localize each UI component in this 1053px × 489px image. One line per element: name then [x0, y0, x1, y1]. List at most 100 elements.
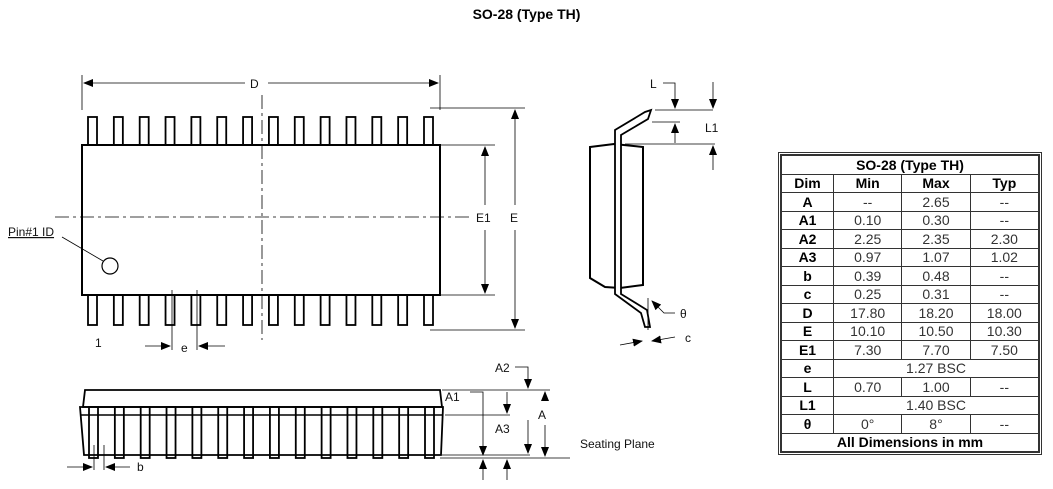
dim-label-A3: A3 — [495, 422, 510, 436]
bottom-pins — [87, 294, 434, 326]
dim-label-A: A — [538, 408, 546, 422]
bottom-pin — [371, 294, 383, 326]
top-pin — [293, 116, 305, 146]
dim-label-c: c — [685, 331, 691, 345]
table-cell: 0.39 — [833, 266, 903, 286]
top-pin — [112, 116, 124, 146]
bottom-pin — [345, 294, 357, 326]
dim-label-E: E — [510, 211, 518, 225]
table-cell: 7.50 — [969, 340, 1040, 360]
table-cell: 7.70 — [901, 340, 971, 360]
top-pin — [423, 116, 434, 146]
table-cell: 0.10 — [833, 210, 903, 230]
dim-label-D: D — [250, 77, 259, 91]
bottom-pin — [268, 294, 279, 326]
bottom-pin — [319, 294, 331, 326]
table-row: A--2.65-- — [780, 192, 1040, 212]
table-cell-dim: A — [780, 192, 835, 212]
table-cell: 1.00 — [901, 377, 971, 397]
table-cell: -- — [969, 210, 1040, 230]
top-pin — [397, 116, 409, 146]
bottom-pin — [242, 294, 253, 326]
table-cell: 1.07 — [901, 247, 971, 267]
dim-label-e: e — [181, 341, 188, 355]
table-cell: 0.30 — [901, 210, 971, 230]
pin1-number: 1 — [95, 336, 102, 350]
bottom-pin — [423, 294, 434, 326]
bottom-pin — [112, 294, 124, 326]
table-cell-dim: b — [780, 266, 835, 286]
dim-label-L1: L1 — [705, 121, 719, 135]
table-cell-dim: L — [780, 377, 835, 397]
table-cell-dim: θ — [780, 414, 835, 434]
table-cell: -- — [969, 284, 1040, 304]
bottom-pin — [138, 294, 150, 326]
table-cell: 10.10 — [833, 321, 903, 341]
end-view — [589, 82, 717, 347]
table-cell-dim: c — [780, 284, 835, 304]
side-view — [67, 366, 570, 480]
dim-label-E1: E1 — [476, 211, 491, 225]
table-cell: 2.25 — [833, 229, 903, 249]
dim-label-b: b — [137, 460, 144, 474]
table-title: SO-28 (Type TH) — [781, 155, 1039, 175]
top-pin — [319, 116, 331, 146]
table-header: Dim — [780, 173, 835, 193]
top-pin — [345, 116, 357, 146]
diagram-title: SO-28 (Type TH) — [472, 6, 581, 22]
bottom-pin — [87, 294, 98, 326]
top-pin — [164, 116, 176, 146]
table-cell: -- — [969, 414, 1040, 434]
dim-label-A1: A1 — [445, 390, 460, 404]
bottom-pin — [397, 294, 409, 326]
bottom-pin — [164, 294, 176, 326]
table-cell: 0.97 — [833, 247, 903, 267]
table-header: Typ — [969, 173, 1040, 193]
top-pin — [371, 116, 383, 146]
table-cell: 0.31 — [901, 284, 971, 304]
table-cell: 7.30 — [833, 340, 903, 360]
table-cell: 0° — [833, 414, 903, 434]
table-cell-dim: e — [780, 358, 835, 378]
bottom-pin — [216, 294, 228, 326]
bottom-pin — [190, 294, 202, 326]
table-header: Min — [833, 173, 903, 193]
package-body-top — [81, 144, 441, 296]
pin1-marker — [101, 257, 119, 275]
table-cell: -- — [833, 192, 903, 212]
table-cell-dim: D — [780, 303, 835, 323]
top-pin — [138, 116, 150, 146]
top-pin — [268, 116, 279, 146]
table-cell: 1.27 BSC — [833, 358, 1039, 378]
table-cell-dim: A3 — [780, 247, 835, 267]
bottom-pin — [293, 294, 305, 326]
table-cell: 0.70 — [833, 377, 903, 397]
top-pin — [242, 116, 253, 146]
top-pin — [216, 116, 228, 146]
table-cell: -- — [969, 192, 1040, 212]
table-cell-dim: E — [780, 321, 835, 341]
dim-label-A2: A2 — [495, 361, 510, 375]
table-cell: 2.30 — [969, 229, 1040, 249]
table-cell: 0.25 — [833, 284, 903, 304]
top-pin — [87, 116, 98, 146]
table-cell-dim: E1 — [780, 340, 835, 360]
table-header: Max — [901, 173, 971, 193]
table-cell-dim: L1 — [780, 395, 835, 415]
table-cell: 0.48 — [901, 266, 971, 286]
top-pin — [190, 116, 202, 146]
